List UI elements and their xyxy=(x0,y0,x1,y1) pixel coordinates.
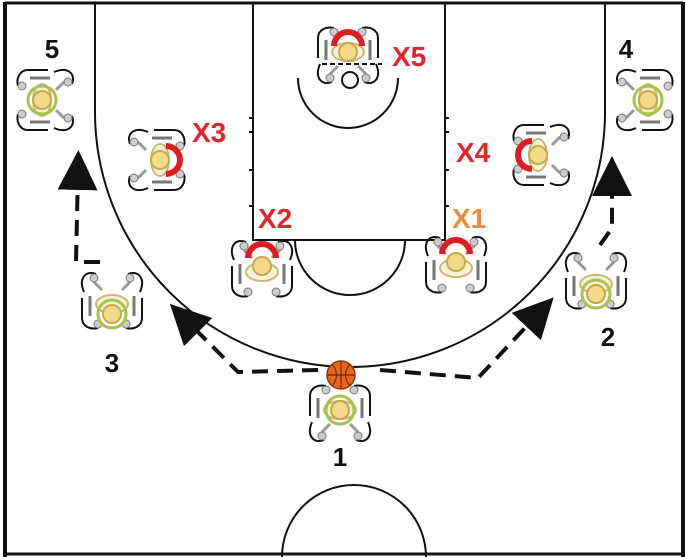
defense-label-x1: X1 xyxy=(452,203,486,234)
defense-player-x4 xyxy=(511,123,571,187)
pass-lane-3-to-5 xyxy=(57,150,100,264)
defense-player-x1 xyxy=(424,235,488,295)
offense-player-5 xyxy=(15,68,75,132)
pass-lane-1-to-3 xyxy=(169,303,319,375)
pass-lane-1-to-2 xyxy=(379,297,554,381)
offense-player-4 xyxy=(615,68,675,132)
offense-label-2: 2 xyxy=(601,322,615,352)
defense-player-x2 xyxy=(230,239,294,299)
defense-player-x3 xyxy=(127,128,187,192)
pass-lanes xyxy=(57,150,632,381)
defense-label-x4: X4 xyxy=(456,137,491,168)
offense-players: 5 4 3 2 1 xyxy=(15,34,675,472)
offense-label-4: 4 xyxy=(619,34,634,64)
offense-label-5: 5 xyxy=(45,34,59,64)
defense-label-x3: X3 xyxy=(192,117,226,148)
offense-player-1 xyxy=(308,383,372,443)
defense-player-x5 xyxy=(316,25,380,85)
basketball-icon xyxy=(326,360,356,390)
offense-player-3 xyxy=(80,271,144,331)
defense-players: X5 X3 X4 X2 X1 xyxy=(127,25,571,299)
offense-label-3: 3 xyxy=(105,348,119,378)
offense-player-2 xyxy=(564,251,628,311)
pass-lane-2-to-4 xyxy=(592,156,632,247)
offense-label-1: 1 xyxy=(333,442,347,472)
defense-label-x5: X5 xyxy=(392,41,426,72)
defense-label-x2: X2 xyxy=(258,203,292,234)
